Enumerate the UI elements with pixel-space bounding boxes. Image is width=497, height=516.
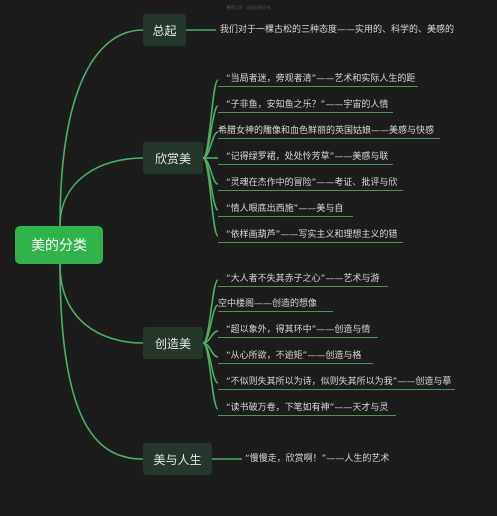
connector-xinshang-leaf-7 — [202, 157, 219, 237]
leaf-meiyurensheng-1: “慢慢走，欣赏啊！”——人生的艺术 — [245, 454, 390, 464]
connector-root-chuangzao — [59, 263, 144, 344]
leaf-chuangzao-4: “从心所欲，不逾矩”——创造与格 — [226, 351, 362, 361]
connector-root-meiyurensheng — [59, 263, 144, 460]
leaf-chuangzao-5: “不似则失其所以为诗，似则失其所以为我”——创造与摹 — [226, 377, 452, 387]
leaf-chuangzao-6: “读书破万卷，下笔如有神”——天才与灵 — [226, 403, 389, 413]
branch-node-chuangzao[interactable]: 创造美 — [143, 327, 203, 359]
connector-xinshang-leaf-2 — [202, 105, 219, 159]
leaf-chuangzao-2: 空中楼阁——创造的想像 — [218, 299, 318, 309]
leaf-xinshang-4: “记得绿罗裙，处处怜芳草”——美感与联 — [226, 152, 389, 162]
connector-xinshang-leaf-6 — [202, 157, 219, 211]
leaf-xinshang-5: “灵魂在杰作中的冒险”——考证、批评与欣 — [226, 178, 398, 188]
leaf-chuangzao-3: “超以象外，得其环中”——创造与情 — [226, 325, 371, 335]
leaf-xinshang-3: 希腊女神的雕像和血色鲜丽的英国姑娘——美感与快感 — [218, 126, 435, 136]
leaf-xinshang-1: “当局者迷，旁观者清”——艺术和实际人生的距 — [226, 74, 416, 84]
connector-chuangzao-leaf-1 — [202, 279, 219, 344]
leaf-zongqi-1: 我们对于一棵古松的三种态度——实用的、科学的、美感的 — [220, 25, 455, 35]
connector-root-xinshang — [59, 157, 144, 227]
root-node[interactable]: 美的分类 — [15, 226, 103, 264]
watermark: 整理之家 · 思维导图示例 — [226, 5, 271, 10]
leaf-xinshang-2: “子非鱼，安知鱼之乐？”——宇宙的人情 — [226, 100, 389, 110]
leaf-xinshang-7: “依样画葫芦”——写实主义和理想主义的错 — [226, 230, 398, 240]
branch-node-zongqi[interactable]: 总起 — [143, 14, 186, 46]
leaf-xinshang-6: “情人眼底出西施”——美与自 — [226, 204, 344, 214]
connector-chuangzao-leaf-6 — [202, 342, 219, 410]
branch-node-meiyurensheng[interactable]: 美与人生 — [143, 443, 212, 475]
leaf-chuangzao-1: “大人者不失其赤子之心”——艺术与游 — [226, 274, 380, 284]
branch-node-xinshang[interactable]: 欣赏美 — [143, 142, 203, 174]
connector-root-zongqi — [59, 29, 144, 227]
